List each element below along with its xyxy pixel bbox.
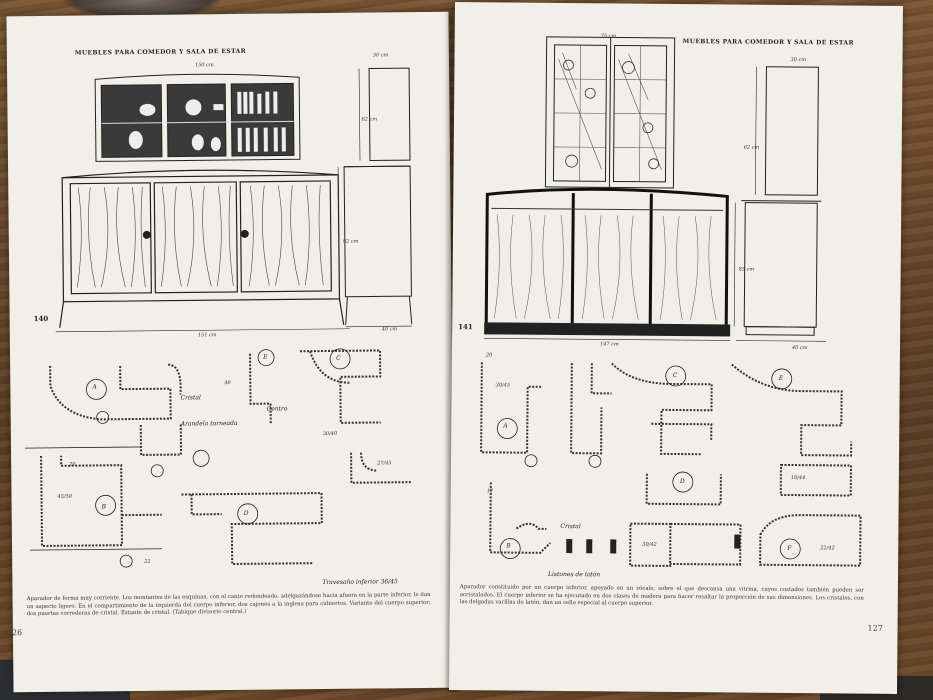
detail-a-label: A: [503, 422, 508, 430]
label-30-45: 30/45: [495, 382, 511, 389]
label-40: 40: [224, 380, 231, 387]
label-18-44: 18/44: [790, 475, 806, 482]
page-number: 127: [867, 623, 883, 633]
label-20: 20: [485, 352, 493, 359]
detail-d-label: D: [243, 509, 249, 517]
detail-a-label: A: [92, 383, 97, 391]
dim-bottom-width: 147 cm: [600, 341, 619, 348]
detail-c-label: C: [672, 371, 678, 380]
label-cristal: Cristal: [180, 394, 201, 402]
label-30-42: 30/42: [642, 541, 657, 548]
dim-bottom-depth: 40 cm: [381, 326, 398, 333]
figure-number: 141: [458, 322, 473, 332]
dim-bottom-depth: 40 cm: [791, 345, 808, 352]
dim-top-width: 75 cm: [600, 33, 617, 40]
label-22: 22: [144, 558, 151, 565]
label-22-42: 22/42: [820, 545, 835, 552]
dim-bottom-width: 151 cm: [197, 332, 217, 339]
detail-e-label: E: [778, 374, 784, 382]
detail-f-label: F: [787, 544, 792, 553]
dim-depth-top: 30 cm: [372, 52, 389, 59]
construction-details-drawing: [24, 348, 412, 568]
left-page: MUEBLES PARA COMEDOR Y SALA DE ESTAR: [6, 11, 456, 693]
construction-details-drawing: [480, 362, 862, 567]
label-cristal: Cristal: [560, 522, 581, 531]
label-30-40: 30/40: [322, 430, 338, 438]
cabinet-elevation-drawing: [484, 36, 827, 342]
cabinet-elevation-drawing: [55, 67, 413, 333]
detail-b-label: B: [101, 503, 107, 511]
page-number: 126: [6, 628, 23, 638]
page-header: MUEBLES PARA COMEDOR Y SALA DE ESTAR: [74, 47, 247, 57]
dim-height-upper: 62 cm: [743, 144, 760, 151]
dim-depth-top: 30 cm: [790, 56, 807, 64]
figure-number: 140: [33, 313, 49, 324]
detail-e-label: E: [263, 353, 268, 361]
caption-text: Aparador constituido por un cuerpo infer…: [459, 584, 864, 607]
dim-height-upper: 62 cm: [361, 116, 378, 123]
label-45-50: 45/50: [57, 493, 72, 500]
label-17: 17: [486, 488, 494, 495]
label-listones: Listones de latón: [547, 570, 601, 579]
label-travesano: Travesaño inferior 36/45: [322, 578, 398, 587]
dim-height-lower: 92 cm: [342, 238, 359, 245]
detail-b-label: B: [506, 542, 511, 550]
label-27-45: 27/45: [377, 460, 392, 467]
dim-top-width: 150 cm: [194, 62, 214, 69]
detail-d-label: D: [679, 478, 685, 486]
right-page: MUEBLES PARA COMEDOR Y SALA DE ESTAR: [449, 2, 903, 694]
label-arandela: Arandela torneada: [180, 419, 238, 428]
dim-height-lower: 85 cm: [738, 266, 755, 273]
caption-text: Aparador de forma muy corriente. Los mon…: [26, 591, 431, 618]
detail-c-label: C: [336, 354, 341, 362]
label-centro: Centro: [266, 405, 288, 413]
label-20: 20: [69, 461, 76, 468]
